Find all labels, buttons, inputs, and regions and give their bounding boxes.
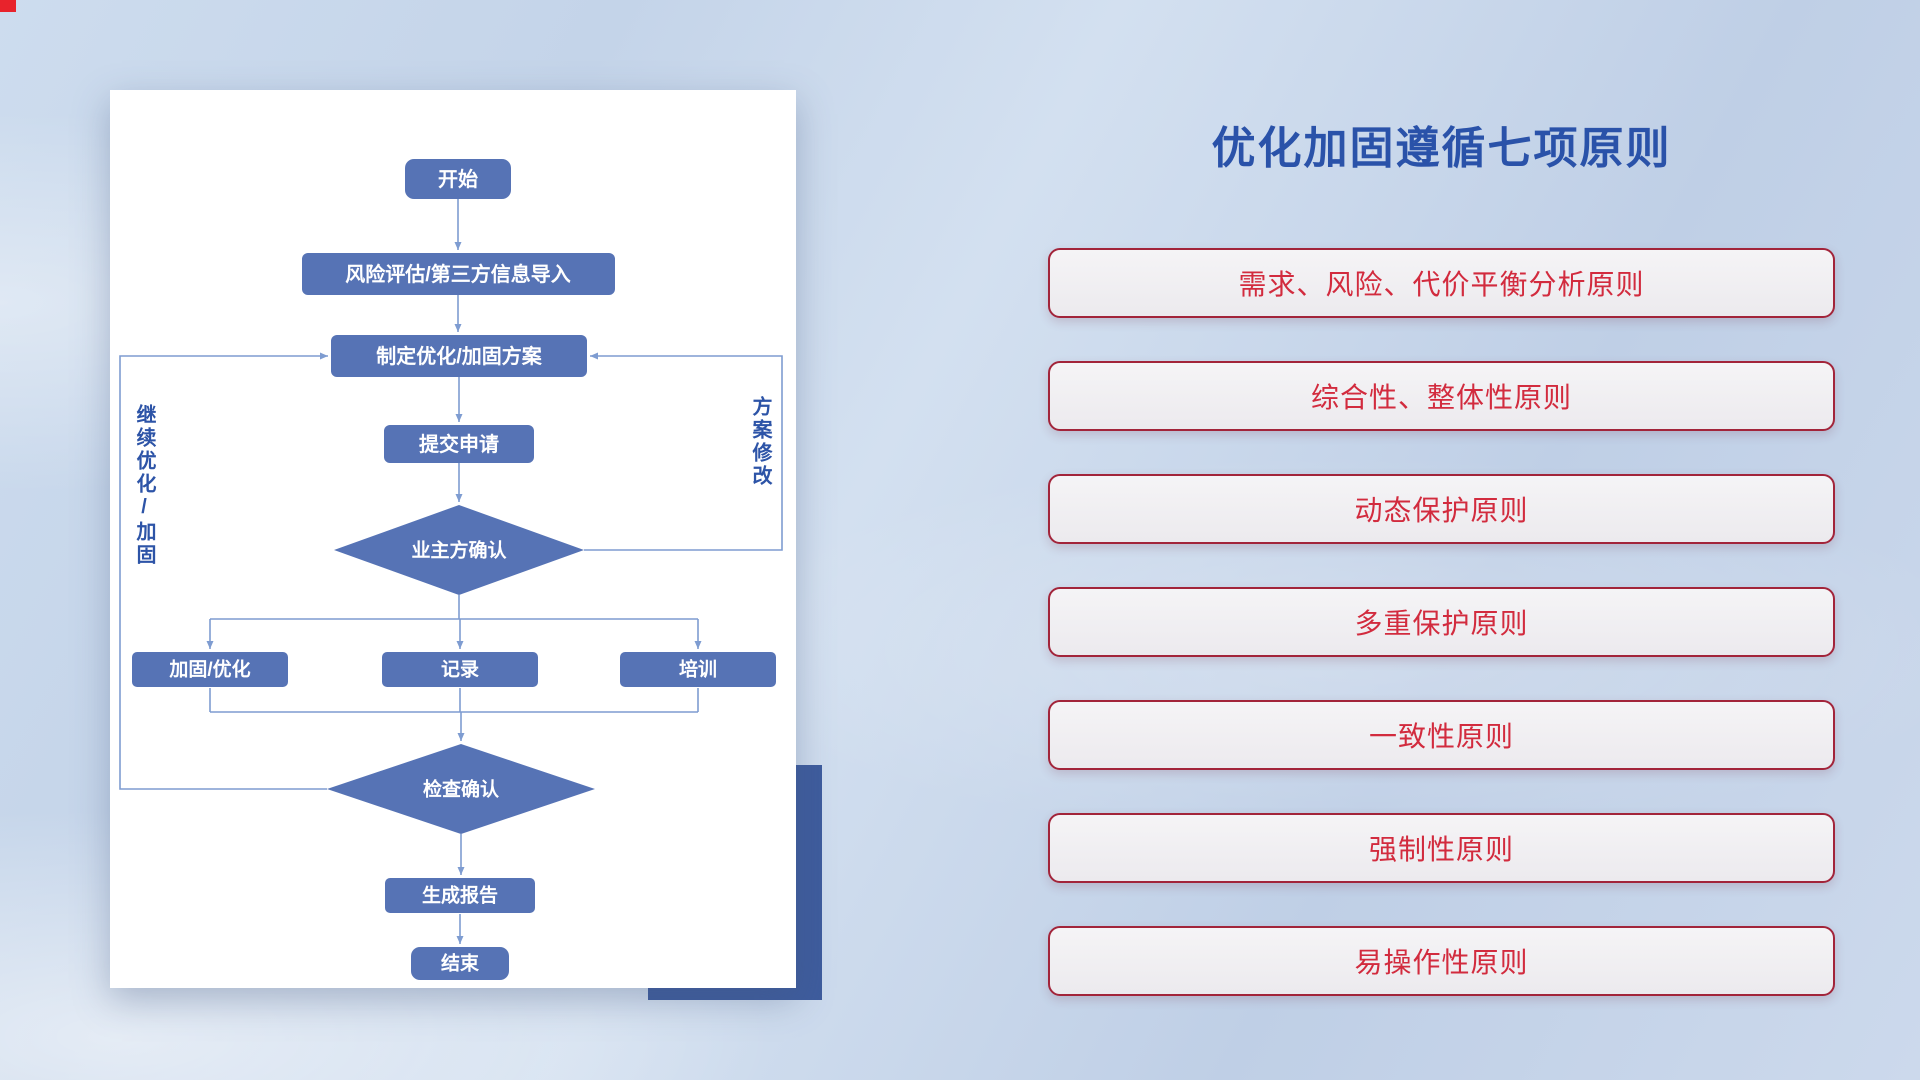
flow-node-training: 培训 — [620, 652, 776, 687]
end-shape — [411, 947, 509, 980]
flow-node-end: 结束 — [411, 947, 509, 980]
report-label: 生成报告 — [422, 884, 498, 907]
training-label: 培训 — [679, 658, 717, 681]
record-label: 记录 — [441, 659, 479, 681]
risk-import-label: 风险评估/第三方信息导入 — [345, 262, 571, 286]
principle-pill-7: 易操作性原则 — [1048, 926, 1835, 996]
submit-shape — [384, 425, 534, 463]
make-plan-label: 制定优化/加固方案 — [376, 344, 543, 368]
edge-merge-bar — [209, 688, 699, 713]
end-label: 结束 — [441, 952, 480, 975]
check-confirm-shape — [327, 744, 595, 834]
flow-node-harden-optimize: 加固/优化 — [132, 652, 288, 687]
edge-loop-plan-revise — [584, 352, 783, 551]
flow-node-make-plan: 制定优化/加固方案 — [331, 335, 587, 377]
flow-node-record: 记录 — [382, 652, 538, 687]
flow-connectors — [119, 199, 783, 944]
submit-label: 提交申请 — [419, 432, 499, 456]
start-label: 开始 — [438, 167, 478, 191]
make-plan-shape — [331, 335, 587, 377]
principle-pill-2: 综合性、整体性原则 — [1048, 361, 1835, 431]
flowchart-canvas: 开始 风险评估/第三方信息导入 制定优化/加固方案 提交申请 业主方确认 加固/ — [119, 159, 783, 980]
panel-title: 优化加固遵循七项原则 — [1211, 124, 1672, 173]
edge-split-bar — [210, 595, 698, 620]
flow-node-report: 生成报告 — [385, 878, 535, 913]
principle-pill-6: 强制性原则 — [1048, 813, 1835, 883]
harden-optimize-shape — [132, 652, 288, 687]
principle-pill-4: 多重保护原则 — [1048, 587, 1835, 657]
owner-confirm-label: 业主方确认 — [411, 539, 506, 562]
principle-pill-5: 一致性原则 — [1048, 700, 1835, 770]
owner-confirm-shape — [334, 505, 584, 595]
risk-import-shape — [302, 253, 615, 295]
training-shape — [620, 652, 776, 687]
flowchart-card: 开始 风险评估/第三方信息导入 制定优化/加固方案 提交申请 业主方确认 加固/ — [110, 90, 796, 988]
principles-panel: 优化加固遵循七项原则 需求、风险、代价平衡分析原则 综合性、整体性原则 动态保护… — [1048, 0, 1835, 1080]
principle-pill-1: 需求、风险、代价平衡分析原则 — [1048, 248, 1835, 318]
flow-node-check-confirm: 检查确认 — [327, 744, 595, 834]
flow-node-owner-confirm: 业主方确认 — [334, 505, 584, 595]
edge-loop-continue-optimize — [119, 352, 328, 790]
harden-optimize-label: 加固/优化 — [168, 658, 250, 681]
record-shape — [382, 652, 538, 687]
flow-node-start: 开始 — [405, 159, 511, 199]
flow-node-risk-import: 风险评估/第三方信息导入 — [302, 253, 615, 295]
start-shape — [405, 159, 511, 199]
check-confirm-label: 检查确认 — [423, 778, 499, 801]
loop-label-plan-revise: 方案修改 — [749, 396, 771, 488]
flow-node-submit: 提交申请 — [384, 425, 534, 463]
principles-list: 需求、风险、代价平衡分析原则 综合性、整体性原则 动态保护原则 多重保护原则 一… — [1048, 248, 1835, 996]
corner-mark — [0, 0, 16, 12]
loop-label-continue-optimize: 继续优化/加固 — [133, 404, 155, 567]
principle-pill-3: 动态保护原则 — [1048, 474, 1835, 544]
report-shape — [385, 878, 535, 913]
